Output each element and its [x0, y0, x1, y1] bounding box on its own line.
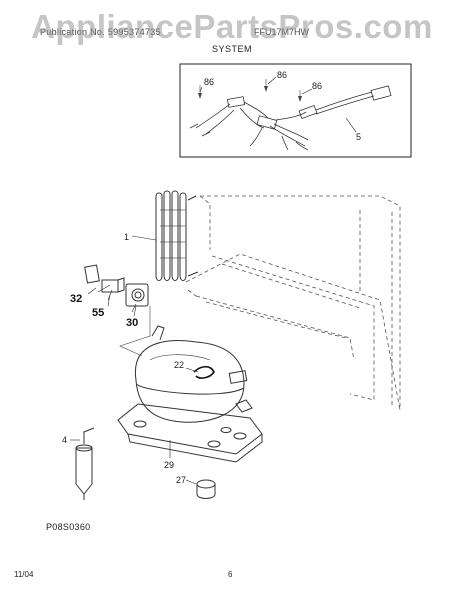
section-title: SYSTEM [211, 44, 252, 54]
callout-86-b: 86 [277, 70, 287, 80]
callout-1: 1 [124, 232, 129, 242]
callout-86-a: 86 [204, 77, 214, 87]
compressor [117, 325, 263, 463]
callout-86-c: 86 [312, 81, 322, 91]
callout-30: 30 [126, 317, 138, 329]
footer-date: 11/04 [14, 570, 34, 579]
watermark-logo: AppliancePartsPros.com [31, 8, 433, 45]
model-number: FFU17M7HW [254, 27, 310, 37]
leader-lines [70, 76, 357, 485]
screw-86-b [264, 79, 268, 92]
callout-55: 55 [92, 307, 104, 319]
cabinet-outline [185, 195, 401, 411]
grommet-27 [196, 479, 216, 499]
drier-4 [75, 427, 95, 500]
page-number: 6 [228, 570, 233, 579]
wiring-harness-inset [179, 63, 412, 158]
callout-27: 27 [176, 475, 186, 485]
figure-code: P08S0360 [46, 522, 91, 532]
publication-number: Publication No. 5995374735 [40, 27, 161, 37]
relay-lead [119, 306, 151, 357]
callout-22: 22 [174, 360, 184, 370]
screw-86-c [298, 90, 302, 102]
callout-5: 5 [356, 132, 361, 142]
start-relay-group [84, 264, 149, 307]
condenser-coil [155, 190, 199, 281]
callout-29: 29 [164, 460, 174, 470]
callout-32: 32 [70, 293, 82, 305]
wire-22 [193, 365, 215, 379]
callout-4: 4 [62, 435, 67, 445]
wiring-harness [189, 85, 392, 151]
